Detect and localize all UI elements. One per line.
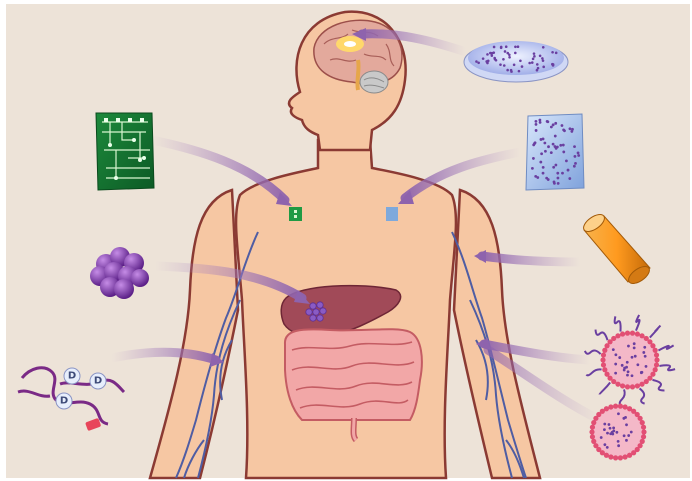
petri-dish-icon	[464, 41, 568, 82]
dendrimer-node-1: D	[64, 368, 80, 384]
microchip-icon	[96, 113, 154, 190]
svg-text:D: D	[94, 376, 102, 387]
hydrogel-sheet-icon	[526, 114, 584, 190]
dendrimer-node-3: D	[56, 393, 72, 409]
lymph-patch-icon	[386, 207, 398, 221]
svg-text:D: D	[68, 371, 76, 382]
liposome-icon	[589, 404, 646, 461]
svg-text:D: D	[60, 396, 68, 407]
dendrimer-node-2: D	[90, 373, 106, 389]
thymus-patch-icon	[289, 207, 302, 221]
